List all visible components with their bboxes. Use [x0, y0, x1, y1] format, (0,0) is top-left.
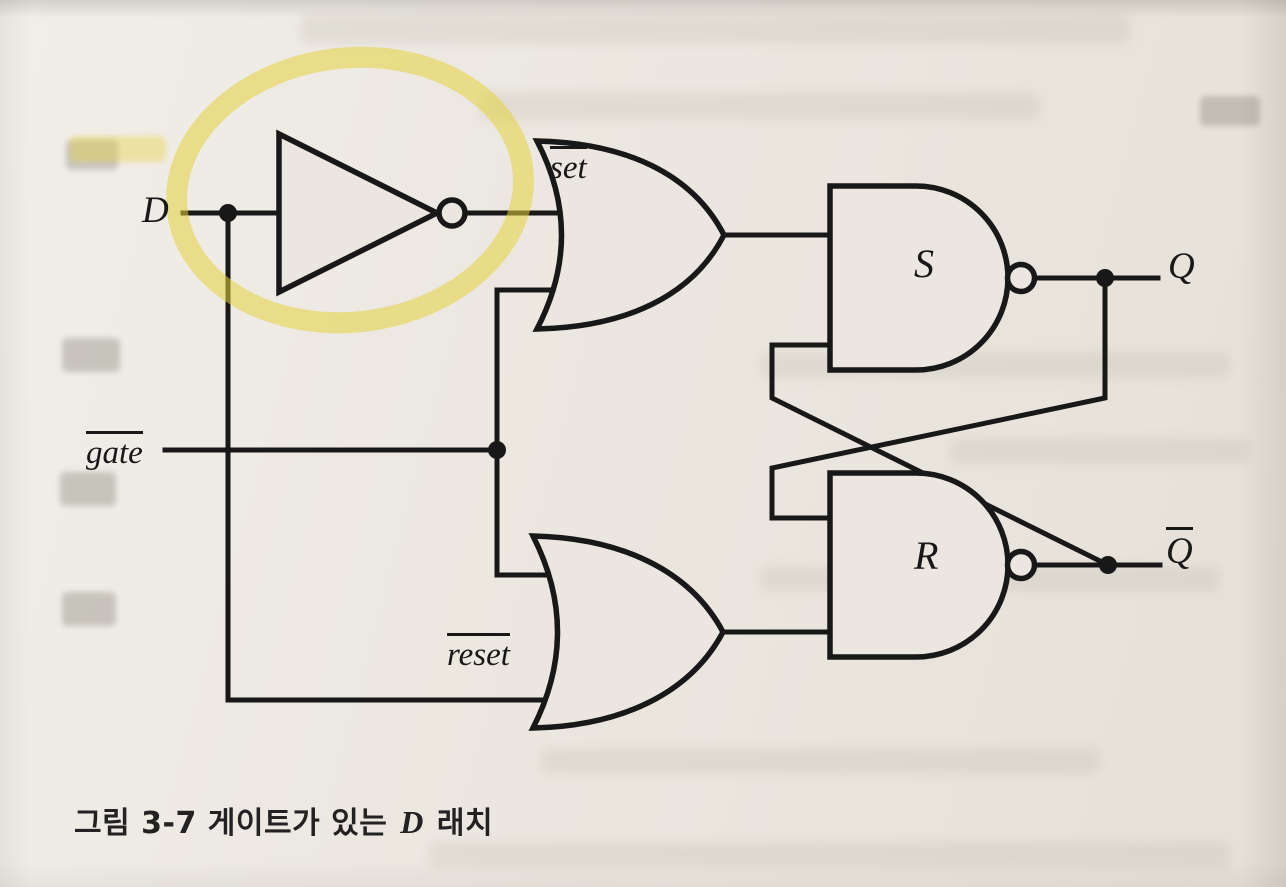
- junction-d: [219, 204, 237, 222]
- or-gate-top: [532, 138, 728, 332]
- highlighter-circle: [166, 46, 534, 334]
- not-gate-triangle: [276, 129, 444, 297]
- nand-gate-r-body: [827, 470, 1011, 660]
- nand-gate-s-body: [827, 183, 1011, 373]
- wire-feedback-q-to-r: [769, 275, 1108, 521]
- not-gate-bubble: [436, 197, 468, 229]
- junction-q: [1096, 269, 1114, 287]
- gates: [276, 129, 1038, 731]
- wire-d-to-reset: [225, 210, 571, 703]
- nand-gate-r-bubble: [1004, 548, 1038, 582]
- caption-math-d: D: [400, 804, 424, 840]
- nand-gate-s-bubble: [1004, 261, 1038, 295]
- caption-text-before: 게이트가 있는: [207, 806, 388, 841]
- junction-qbar: [1099, 556, 1117, 574]
- figure-caption: 그림 3-7 게이트가 있는 D 래치: [74, 798, 493, 842]
- caption-figure-number: 그림 3-7: [74, 806, 197, 841]
- junction-dots: [219, 204, 1117, 574]
- junction-gate: [488, 441, 506, 459]
- or-gate-bottom: [528, 533, 727, 731]
- caption-text-after: 래치: [436, 806, 494, 841]
- stray-highlight-smudge: [70, 136, 166, 162]
